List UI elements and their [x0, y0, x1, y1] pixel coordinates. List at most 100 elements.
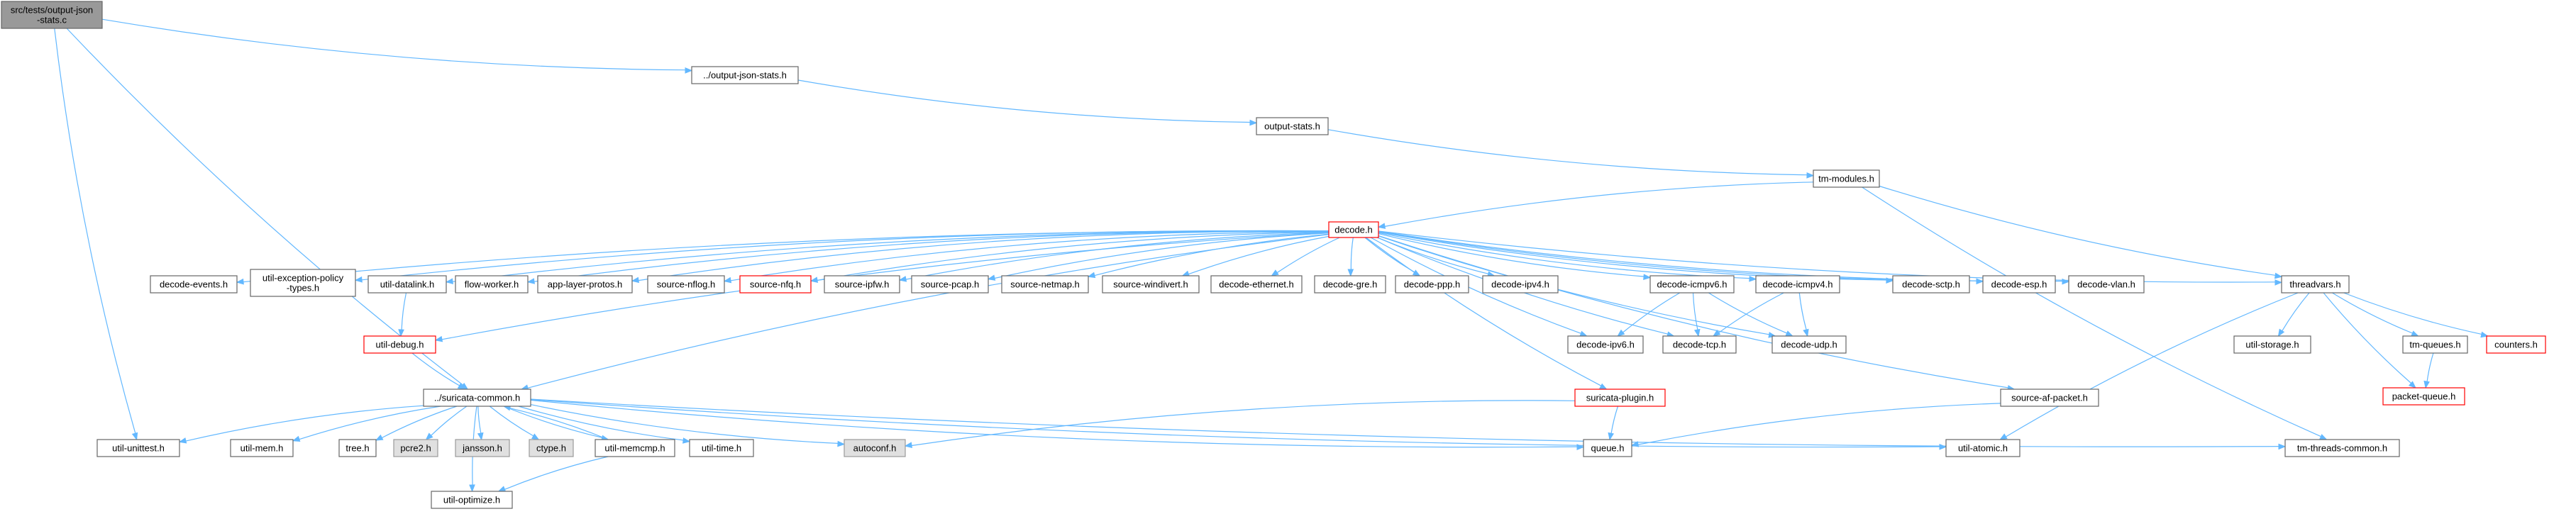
node-label: source-af-packet.h: [2011, 393, 2088, 403]
node-box: [455, 275, 529, 294]
node-label: pcre2.h: [400, 443, 431, 454]
node-util-debug-h[interactable]: util-debug.h: [363, 335, 436, 354]
node-source-netmap-h[interactable]: source-netmap.h: [1001, 275, 1089, 294]
node-counters-h[interactable]: counters.h: [2486, 335, 2546, 354]
node-source-nflog-h[interactable]: source-nflog.h: [647, 275, 725, 294]
edge-output-stats-h-to-tm-modules-h: [1327, 129, 1815, 179]
node-box: [1567, 335, 1644, 354]
node-label: threadvars.h: [2289, 279, 2340, 290]
node-tm-threads-common-h[interactable]: tm-threads-common.h: [2284, 439, 2400, 457]
node-box: [647, 275, 725, 294]
edge-threadvars-h-to-util-atomic-h: [1999, 292, 2299, 440]
edge-decode-h-to-suricata-common-h: [520, 234, 1330, 391]
edge-suricata-common-h-to-util-unittest-h: [178, 405, 424, 444]
node-decode-ipv6-h[interactable]: decode-ipv6.h: [1567, 335, 1644, 354]
node-tm-modules-h[interactable]: tm-modules.h: [1813, 169, 1880, 188]
node-decode-icmpv6-h[interactable]: decode-icmpv6.h: [1649, 275, 1735, 294]
node-util-atomic-h[interactable]: util-atomic.h: [1945, 439, 2021, 457]
edge-suricata-common-h-to-util-atomic-h: [530, 398, 1947, 450]
node-box: [2284, 439, 2400, 457]
node-decode-vlan-h[interactable]: decode-vlan.h: [2068, 275, 2145, 294]
node-pcre2-h[interactable]: pcre2.h: [393, 439, 438, 457]
node-box: [1395, 275, 1469, 294]
edges-layer: [54, 18, 2489, 493]
node-util-time-h[interactable]: util-time.h: [689, 439, 754, 457]
node-tm-queues-h[interactable]: tm-queues.h: [2402, 335, 2468, 354]
edge-output-json-stats-h-to-output-stats-h: [797, 79, 1258, 126]
edge-util-datalink-h-to-util-debug-h: [398, 292, 407, 337]
edge-suricata-common-h-to-autoconf-h: [530, 404, 846, 447]
node-box: [150, 275, 238, 294]
edge-decode-h-to-source-ipfw-h: [898, 232, 1330, 282]
node-decode-ethernet-h[interactable]: decode-ethernet.h: [1210, 275, 1303, 294]
node-box: [363, 335, 436, 354]
node-util-datalink-h[interactable]: util-datalink.h: [367, 275, 447, 294]
node-decode-tcp-h[interactable]: decode-tcp.h: [1662, 335, 1737, 354]
node-source-windivert-h[interactable]: source-windivert.h: [1102, 275, 1200, 294]
node-decode-gre-h[interactable]: decode-gre.h: [1314, 275, 1386, 294]
node-app-layer-protos-h[interactable]: app-layer-protos.h: [537, 275, 633, 294]
node-label: util-mem.h: [241, 443, 284, 454]
node-decode-events-h[interactable]: decode-events.h: [150, 275, 238, 294]
node-box: [1649, 275, 1735, 294]
node-autoconf-h[interactable]: autoconf.h: [844, 439, 906, 457]
edge-decode-h-to-decode-icmpv6-h: [1378, 233, 1652, 280]
node-packet-queue-h[interactable]: packet-queue.h: [2382, 387, 2465, 406]
edge-suricata-plugin-h-to-autoconf-h: [904, 400, 1576, 448]
node-suricata-plugin-h[interactable]: suricata-plugin.h: [1574, 389, 1666, 407]
node-decode-udp-h[interactable]: decode-udp.h: [1771, 335, 1847, 354]
edge-decode-icmpv6-h-to-decode-tcp-h: [1692, 292, 1701, 337]
node-decode-sctp-h[interactable]: decode-sctp.h: [1892, 275, 1970, 294]
node-label: tm-modules.h: [1818, 174, 1874, 184]
node-box: [824, 275, 900, 294]
node-box: [2233, 335, 2311, 354]
node-source-af-packet-h[interactable]: source-af-packet.h: [2000, 389, 2099, 407]
node-label: decode-tcp.h: [1673, 340, 1726, 350]
edge-decode-h-to-util-debug-h: [434, 232, 1330, 342]
node-decode-h[interactable]: decode.h: [1328, 221, 1379, 238]
node-flow-worker-h[interactable]: flow-worker.h: [455, 275, 529, 294]
edge-decode-h-to-source-nfq-h: [809, 231, 1330, 283]
node-util-memcmp-h[interactable]: util-memcmp.h: [595, 439, 675, 457]
node-box: [844, 439, 906, 457]
node-box: [423, 389, 531, 407]
node-box: [1001, 275, 1089, 294]
node-output-json-stats-h[interactable]: ../output-json-stats.h: [691, 66, 799, 84]
edge-decode-icmpv4-h-to-decode-udp-h: [1798, 292, 1809, 337]
edge-decode-h-to-source-nflog-h: [723, 231, 1330, 284]
node-label: decode-events.h: [160, 279, 228, 290]
node-label: src/tests/output-json: [11, 5, 93, 16]
edge-decode-h-to-source-af-packet-h: [1378, 235, 2016, 391]
node-threadvars-h[interactable]: threadvars.h: [2281, 275, 2350, 294]
node-decode-icmpv4-h[interactable]: decode-icmpv4.h: [1755, 275, 1840, 294]
edge-root-to-output-json-stats-h: [101, 18, 693, 74]
node-util-optimize-h[interactable]: util-optimize.h: [431, 491, 513, 509]
node-label: source-nfq.h: [750, 279, 801, 290]
node-decode-ppp-h[interactable]: decode-ppp.h: [1395, 275, 1469, 294]
node-tree-h[interactable]: tree.h: [338, 439, 377, 457]
node-label: jansson.h: [462, 443, 502, 454]
edge-suricata-common-h-to-util-time-h: [518, 406, 691, 444]
node-box: [691, 66, 799, 84]
node-label: util-debug.h: [376, 340, 424, 350]
node-util-exception-policy-types-h[interactable]: util-exception-policy-types.h: [250, 269, 356, 297]
node-label: source-pcap.h: [921, 279, 979, 290]
node-source-nfq-h[interactable]: source-nfq.h: [739, 275, 812, 294]
node-util-mem-h[interactable]: util-mem.h: [230, 439, 294, 457]
node-source-ipfw-h[interactable]: source-ipfw.h: [824, 275, 900, 294]
node-box: [2281, 275, 2350, 294]
node-decode-ipv4-h[interactable]: decode-ipv4.h: [1482, 275, 1559, 294]
node-util-storage-h[interactable]: util-storage.h: [2233, 335, 2311, 354]
node-output-stats-h[interactable]: output-stats.h: [1256, 117, 1329, 135]
edge-tm-modules-h-to-threadvars-h: [1879, 185, 2283, 279]
node-queue-h[interactable]: queue.h: [1583, 439, 1632, 457]
node-jansson-h[interactable]: jansson.h: [455, 439, 510, 457]
node-decode-esp-h[interactable]: decode-esp.h: [1982, 275, 2056, 294]
node-label: util-storage.h: [2245, 340, 2299, 350]
node-ctype-h[interactable]: ctype.h: [529, 439, 574, 457]
node-root[interactable]: src/tests/output-json-stats.c: [1, 1, 103, 29]
node-util-unittest-h[interactable]: util-unittest.h: [96, 439, 180, 457]
node-source-pcap-h[interactable]: source-pcap.h: [911, 275, 989, 294]
node-box: [2402, 335, 2468, 354]
node-suricata-common-h[interactable]: ../suricata-common.h: [423, 389, 531, 407]
